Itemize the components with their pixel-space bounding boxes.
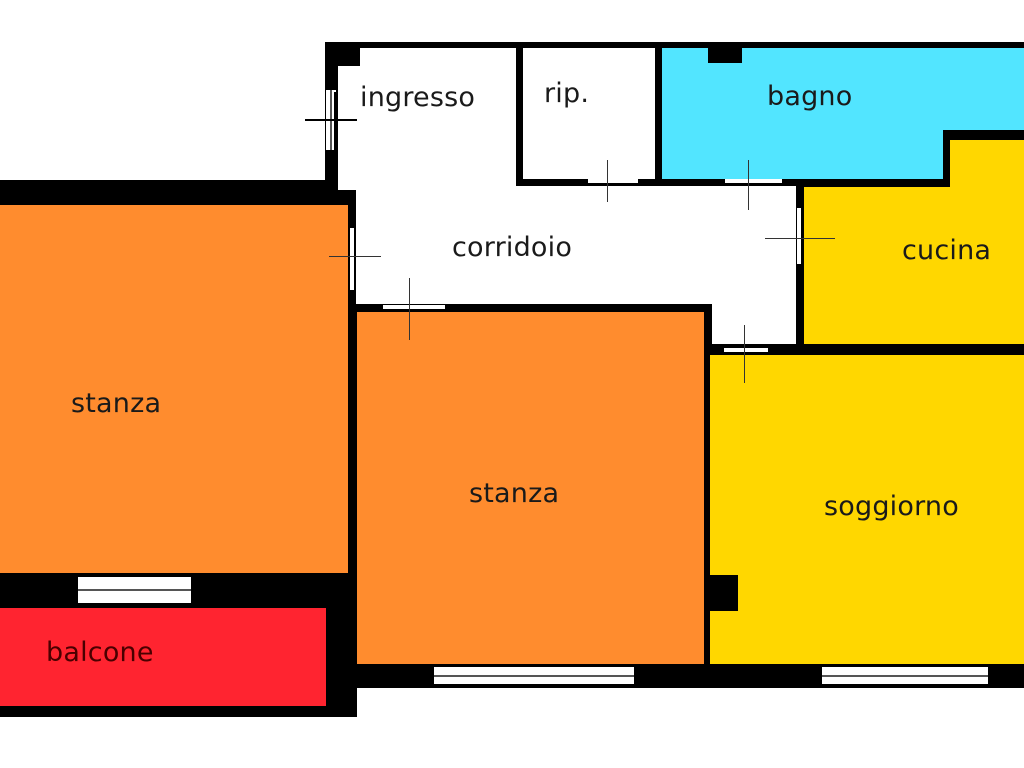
door-mark-stanza2 bbox=[409, 278, 410, 340]
door-soggiorno bbox=[724, 348, 768, 352]
wall-pillar-soggiorno bbox=[708, 575, 738, 611]
window-soggiorno bbox=[822, 667, 988, 684]
wall-pillar-ingresso bbox=[325, 42, 360, 66]
label-cucina: cucina bbox=[902, 235, 992, 266]
door-bagno bbox=[725, 179, 782, 183]
room-cucina-upper bbox=[950, 140, 1024, 190]
door-mark-stanza1 bbox=[329, 256, 381, 257]
room-ingresso-corner bbox=[360, 48, 516, 68]
room-balcone bbox=[0, 608, 326, 706]
door-mark-ingresso-h bbox=[305, 119, 357, 121]
label-ingresso: ingresso bbox=[360, 82, 476, 113]
door-ripostiglio bbox=[588, 179, 638, 183]
room-stanza-2 bbox=[357, 312, 704, 664]
room-stanza-1 bbox=[0, 205, 348, 573]
label-ripostiglio: rip. bbox=[544, 78, 590, 109]
door-mark-bagno bbox=[748, 160, 749, 210]
room-ripostiglio bbox=[523, 48, 655, 179]
label-stanza-2: stanza bbox=[469, 478, 560, 509]
window-balcone bbox=[78, 577, 191, 603]
door-stanza-1 bbox=[350, 228, 354, 290]
room-corridoio-lower bbox=[712, 186, 796, 344]
door-mark-ingresso-v bbox=[334, 92, 336, 150]
label-bagno: bagno bbox=[767, 81, 853, 112]
door-mark-soggiorno bbox=[744, 325, 745, 383]
window-stanza-2 bbox=[434, 667, 634, 684]
room-cucina bbox=[804, 187, 1024, 344]
door-mark-rip bbox=[607, 160, 608, 202]
room-ingresso-lower bbox=[338, 150, 516, 190]
label-stanza-1: stanza bbox=[71, 388, 162, 419]
wall-pillar-bagno bbox=[708, 48, 742, 63]
label-soggiorno: soggiorno bbox=[824, 491, 959, 522]
door-cucina bbox=[797, 208, 801, 264]
label-balcone: balcone bbox=[46, 637, 154, 668]
door-mark-cucina bbox=[765, 238, 835, 239]
label-corridoio: corridoio bbox=[452, 232, 573, 263]
room-soggiorno bbox=[710, 355, 1024, 664]
door-stanza-2 bbox=[383, 305, 445, 309]
